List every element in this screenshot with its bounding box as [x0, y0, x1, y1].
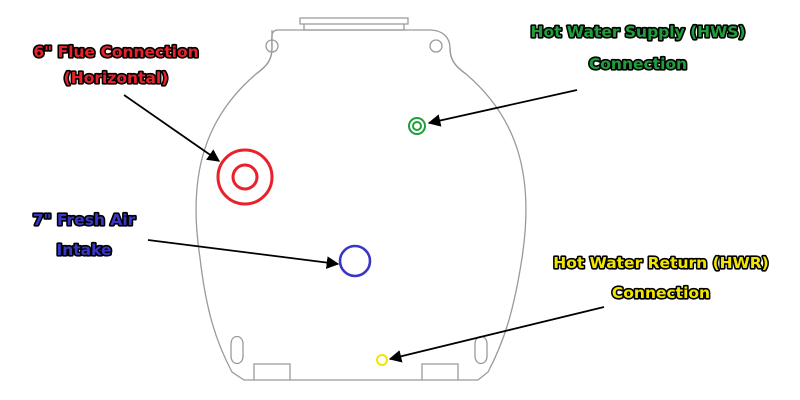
boiler-inner-wall: [255, 30, 273, 75]
mounting-hole-top-left: [265, 39, 279, 53]
hwr-callout: Hot Water Return (HWR) Connection: [552, 252, 771, 303]
hws-connection: [408, 117, 426, 135]
hws-inner-ring: [412, 121, 422, 131]
fresh-air-connection: [338, 244, 372, 278]
mounting-slot-bottom-right: [474, 335, 488, 365]
flue-arrow: [123, 94, 221, 162]
fresh-air-arrow: [147, 239, 340, 269]
mounting-slot-bottom-left: [230, 335, 244, 365]
hws-callout: Hot Water Supply (HWS) Connection: [529, 21, 747, 74]
mounting-hole-top-right: [429, 39, 443, 53]
hws-label-line-2: Connection: [589, 55, 687, 73]
hws-arrow: [427, 89, 578, 127]
fresh-air-ring: [338, 244, 372, 278]
flue-label-line-2: (Horizontal): [64, 69, 169, 87]
hws-label-line-1: Hot Water Supply (HWS): [531, 23, 746, 41]
hws-outer-ring: [408, 117, 426, 135]
hwr-ring: [376, 354, 388, 366]
fresh-air-callout: 7" Fresh Air Intake: [31, 209, 137, 260]
flue-label-line-1: 6" Flue Connection: [33, 43, 198, 61]
hwr-label-line-2: Connection: [612, 284, 710, 302]
flue-callout: 6" Flue Connection (Horizontal): [32, 41, 201, 88]
leader-arrows: [123, 89, 605, 363]
flue-connection: [216, 148, 274, 206]
foot-right: [421, 363, 459, 380]
boiler-outline: [195, 17, 527, 381]
foot-left: [253, 363, 291, 380]
hwr-label-line-1: Hot Water Return (HWR): [553, 254, 769, 272]
hwr-arrow: [388, 306, 605, 363]
fresh-air-label-line-2: Intake: [56, 241, 111, 259]
flue-inner-ring: [231, 163, 259, 191]
flue-outer-ring: [216, 148, 274, 206]
fresh-air-label-line-1: 7" Fresh Air: [33, 211, 136, 229]
hwr-connection: [376, 354, 388, 366]
